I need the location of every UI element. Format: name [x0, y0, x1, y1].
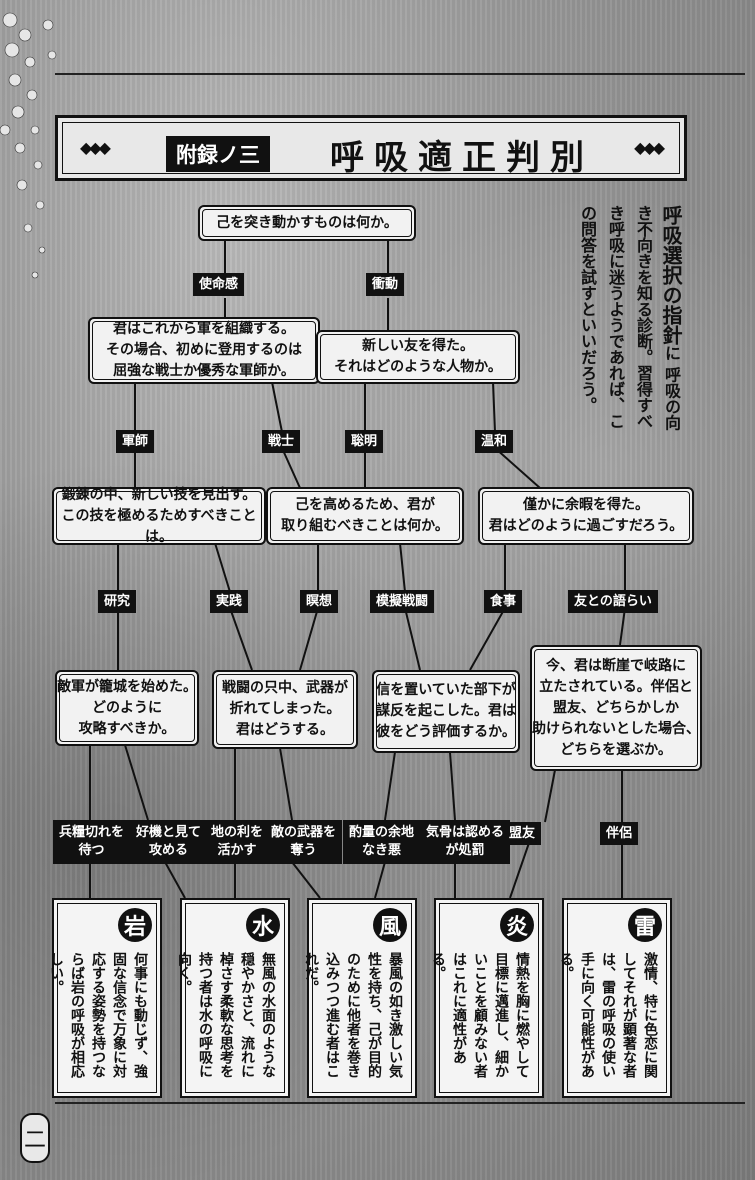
question-4b: 戦闘の只中、武器が 折れてしまった。 君はどうする。: [212, 670, 358, 749]
label-mogi-sento: 模擬戦闘: [370, 590, 435, 613]
question-3a: 鍛錬の中、新しい技を見出す。 この技を極めるためすべきことは。: [52, 487, 266, 545]
label-onwa: 温和: [475, 430, 514, 453]
question-3b: 己を高めるため、君が 取り組むべきことは何か。: [266, 487, 464, 545]
page-number: 二: [20, 1113, 50, 1163]
result-kaminari: 雷 激情、特に色恋に関してそれが顕著な者は、雷の呼吸の使い手に向く可能性がある。: [558, 898, 672, 1098]
iwa-emblem: 岩: [118, 908, 152, 942]
label-shodo: 衝動: [366, 273, 405, 296]
answer-hanryo: 伴侶: [600, 822, 639, 845]
answer-hyoro: 兵糧切れを待つ: [53, 820, 131, 864]
label-shokuji: 食事: [484, 590, 523, 613]
result-text: 無風の水面のような穏やかさと、流れに棹さす柔軟な思考を持つ者は水の呼吸に向く。: [176, 952, 276, 1078]
label-gunshi: 軍師: [116, 430, 155, 453]
question-4d: 今、君は断崖で岐路に 立たされている。伴侶と 盟友、どちらかしか 助けられないと…: [530, 645, 702, 771]
label-somei: 聡明: [345, 430, 384, 453]
result-honoo: 炎 情熱を胸に燃やして目標に邁進し、細かいことを顧みない者はこれに適性がある。: [430, 898, 544, 1098]
answer-meiyu: 盟友: [503, 822, 542, 845]
label-tomo-katarai: 友との語らい: [568, 590, 658, 613]
title-banner: ◆◆◆ 附録ノ三 呼吸適正判別 ◆◆◆: [55, 115, 687, 181]
answer-kikotsu: 気骨は認めるが処罰: [420, 820, 511, 864]
question-2b: 新しい友を得た。 それはどのような人物か。: [316, 330, 520, 384]
kaze-emblem: 風: [373, 908, 407, 942]
result-text: 情熱を胸に燃やして目標に邁進し、細かいことを顧みない者はこれに適性がある。: [430, 952, 530, 1078]
answer-chinori: 地の利を活かす: [205, 820, 270, 864]
page-title: 呼吸適正判別: [330, 138, 594, 178]
question-4c: 信を置いていた部下が 謀反を起こした。君は 彼をどう評価するか。: [372, 670, 520, 753]
wisteria-decoration: [0, 12, 57, 279]
label-meiso: 瞑想: [300, 590, 339, 613]
result-mizu: 水 無風の水面のような穏やかさと、流れに棹さす柔軟な思考を持つ者は水の呼吸に向く…: [176, 898, 290, 1098]
result-text: 激情、特に色恋に関してそれが顕著な者は、雷の呼吸の使い手に向く可能性がある。: [558, 952, 658, 1078]
label-jissen: 実践: [210, 590, 249, 613]
label-senshi: 戦士: [262, 430, 301, 453]
question-2a: 君はこれから軍を組織する。 その場合、初めに登用するのは 屈強な戦士か優秀な軍師…: [88, 317, 320, 384]
kaminari-emblem: 雷: [628, 908, 662, 942]
question-3c: 僅かに余暇を得た。 君はどのように過ごすだろう。: [478, 487, 694, 545]
label-kenkyu: 研究: [98, 590, 137, 613]
honoo-emblem: 炎: [500, 908, 534, 942]
answer-buki: 敵の武器を奪う: [265, 820, 343, 864]
diamond-ornament-left: ◆◆◆: [80, 138, 111, 157]
question-4a: 敵軍が籠城を始めた。 どのように 攻略すべきか。: [55, 670, 199, 746]
intro-column: 呼吸選択の指針に 呼吸の向き不向きを知る診断。習得すべき呼吸に迷うようであれば、…: [520, 205, 685, 440]
label-shimeikan: 使命感: [193, 273, 245, 296]
appendix-label: 附録ノ三: [166, 136, 270, 172]
question-1: 己を突き動かすものは何か。: [198, 205, 416, 241]
result-kaze: 風 暴風の如き激しい気性を持ち、己が目的のために他者を巻き込みつつ進む者はこれだ…: [303, 898, 417, 1098]
result-iwa: 岩 何事にも動じず、強固な信念で万象に対応する姿勢を持つならば岩の呼吸が相応しい…: [48, 898, 162, 1098]
answer-koki: 好機と見て攻める: [130, 820, 208, 864]
result-text: 暴風の如き激しい気性を持ち、己が目的のために他者を巻き込みつつ進む者はこれだ。: [303, 952, 403, 1078]
intro-text: に 呼吸の向き不向きを知る診断。習得すべき呼吸に迷うようであれば、この問答を試す…: [578, 205, 681, 431]
intro-heading: 呼吸選択の指針: [659, 205, 683, 345]
top-rule: [55, 73, 745, 75]
diamond-ornament-right: ◆◆◆: [634, 138, 665, 157]
answer-shakuryo: 酌量の余地なき悪: [343, 820, 421, 864]
result-text: 何事にも動じず、強固な信念で万象に対応する姿勢を持つならば岩の呼吸が相応しい。: [48, 952, 148, 1078]
mizu-emblem: 水: [246, 908, 280, 942]
bottom-rule: [55, 1102, 745, 1104]
